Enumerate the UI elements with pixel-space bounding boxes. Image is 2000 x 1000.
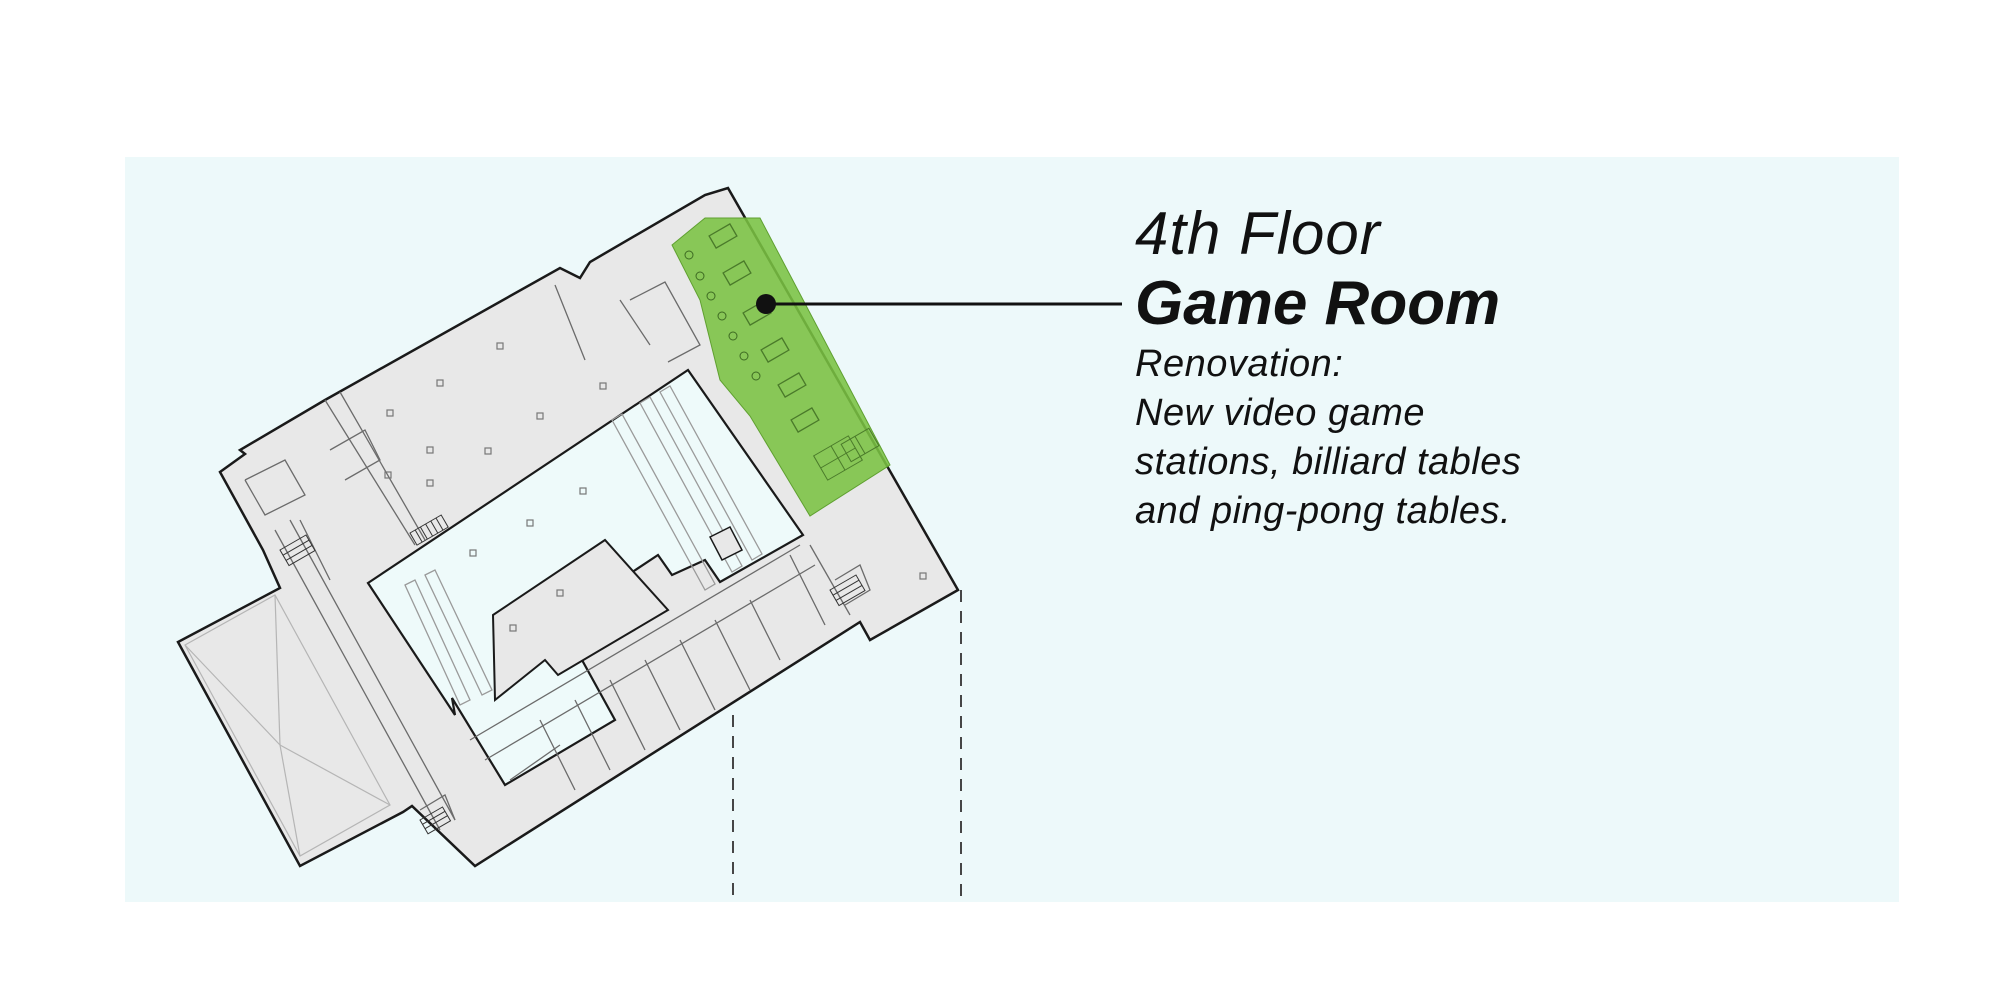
description: Renovation: New video game stations, bil… — [1135, 340, 1521, 536]
room-label: 4th Floor Game Room Renovation: New vide… — [1135, 198, 1521, 536]
skylight-strips — [404, 385, 763, 706]
leader-dot — [756, 294, 776, 314]
description-line: stations, billiard tables — [1135, 441, 1522, 483]
description-heading: Renovation: — [1135, 343, 1344, 385]
stairs — [279, 514, 866, 835]
elevator — [708, 525, 744, 562]
columns — [384, 342, 927, 632]
floor-title: 4th Floor — [1135, 200, 1381, 267]
room-title: Game Room — [1135, 269, 1501, 338]
wing-roof-lines — [184, 594, 391, 857]
game-room-highlight — [671, 217, 891, 517]
game-stations — [684, 250, 761, 381]
description-line: New video game — [1135, 392, 1426, 434]
ping-pong-tables — [812, 427, 880, 481]
billiard-tables — [708, 223, 820, 433]
description-line: and ping-pong tables. — [1135, 490, 1512, 532]
inner-block — [491, 538, 670, 703]
projection-lines — [732, 590, 962, 900]
